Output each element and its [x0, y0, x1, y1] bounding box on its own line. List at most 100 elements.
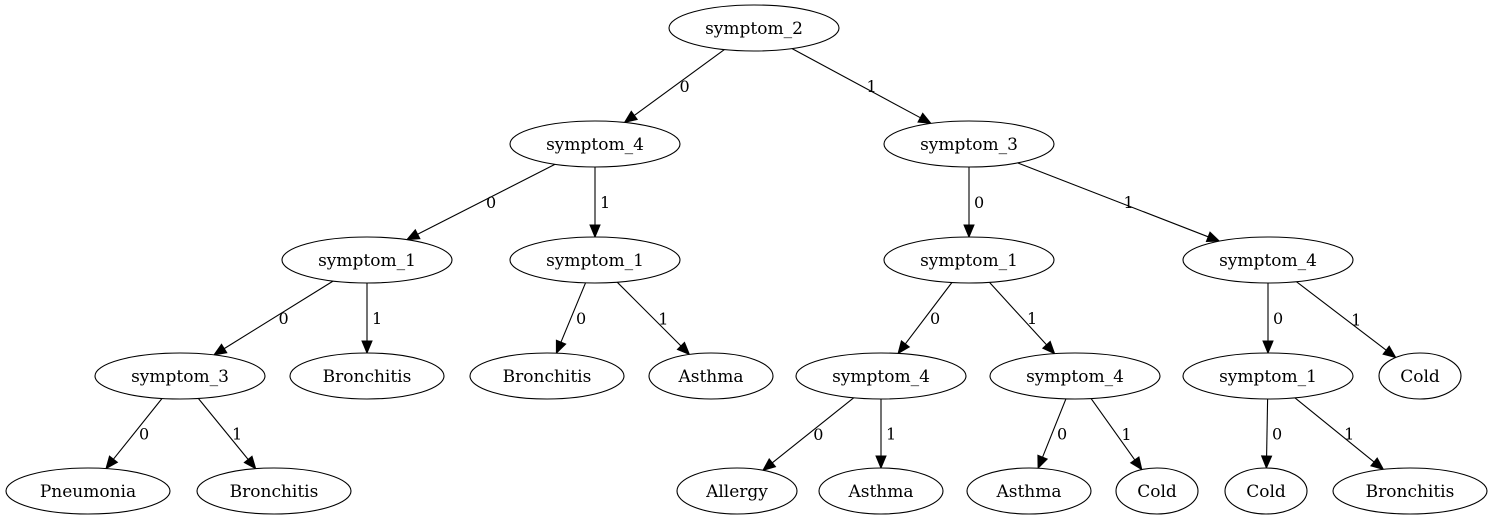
edge-r_s3-to-rl_s1: 0: [963, 167, 984, 239]
node-label: Cold: [1137, 482, 1177, 502]
arrow-head-icon: [1262, 340, 1274, 355]
node-ellipse: [668, 4, 840, 52]
node-ellipse: [966, 467, 1092, 515]
node-label: Allergy: [705, 482, 768, 502]
edge-line: [616, 281, 682, 347]
edge-rrl_s1-to-rrll_cold: 0: [1260, 398, 1282, 470]
edge-label: 0: [930, 309, 940, 328]
edge-root-to-r_s3: 1: [791, 48, 933, 125]
edge-line: [771, 397, 855, 464]
arrow-head-icon: [875, 455, 887, 470]
tree-node-rr_s4: symptom_4: [1182, 236, 1354, 284]
arrow-head-icon: [897, 340, 911, 355]
node-label: Bronchitis: [230, 482, 319, 502]
tree-node-rrlr_bron: Bronchitis: [1332, 467, 1488, 515]
node-ellipse: [818, 467, 944, 515]
tree-node-rlrl_asth: Asthma: [966, 467, 1092, 515]
edge-rll_s4-to-rlll_allergy: 0: [761, 397, 855, 472]
arrow-head-icon: [1205, 231, 1221, 243]
tree-node-ll_s1: symptom_1: [281, 236, 453, 284]
edge-lll_s3-to-lllr_bron: 1: [197, 398, 257, 470]
tree-node-rlll_allergy: Allergy: [676, 467, 798, 515]
edge-lr_s1-to-lrl_bron: 0: [555, 282, 587, 355]
edge-label: 0: [1057, 425, 1067, 444]
edge-label: 0: [576, 309, 586, 328]
edge-label: 0: [974, 193, 984, 212]
node-label: symptom_1: [920, 251, 1018, 271]
node-label: Bronchitis: [503, 367, 592, 387]
edge-r_s3-to-rr_s4: 1: [1017, 162, 1221, 243]
node-ellipse: [196, 467, 352, 515]
edge-label: 0: [680, 77, 690, 96]
node-label: symptom_2: [705, 19, 803, 39]
node-ellipse: [676, 467, 798, 515]
edge-label: 1: [1351, 311, 1361, 330]
edge-l_s4-to-lr_s1: 1: [589, 167, 610, 239]
edge-label: 1: [1027, 309, 1037, 328]
node-label: symptom_4: [1219, 251, 1317, 271]
node-label: Asthma: [677, 367, 743, 387]
node-label: symptom_1: [318, 251, 416, 271]
arrow-head-icon: [1260, 455, 1273, 470]
arrow-head-icon: [917, 112, 933, 125]
node-ellipse: [509, 236, 681, 284]
edge-label: 0: [279, 309, 289, 328]
edge-label: 1: [886, 425, 896, 444]
edge-ll_s1-to-lll_s3: 0: [212, 280, 334, 356]
edge-label: 1: [372, 309, 382, 328]
edge-rrl_s1-to-rrlr_bron: 1: [1294, 397, 1385, 471]
node-ellipse: [648, 352, 774, 400]
node-ellipse: [1182, 352, 1354, 400]
edge-label: 1: [600, 193, 610, 212]
node-label: Bronchitis: [323, 367, 412, 387]
edge-label: 1: [867, 77, 877, 96]
arrow-head-icon: [105, 455, 119, 470]
arrow-head-icon: [243, 455, 257, 470]
edge-line: [560, 282, 587, 343]
arrow-head-icon: [1370, 457, 1385, 471]
node-ellipse: [289, 352, 445, 400]
node-ellipse: [5, 467, 171, 515]
tree-node-root: symptom_2: [668, 4, 840, 52]
arrow-head-icon: [676, 341, 691, 356]
arrow-head-icon: [405, 228, 421, 241]
arrow-head-icon: [623, 110, 639, 124]
edge-label: 0: [1272, 425, 1282, 444]
tree-node-rl_s1: symptom_1: [883, 236, 1055, 284]
node-label: Pneumonia: [40, 482, 136, 502]
tree-node-lr_s1: symptom_1: [509, 236, 681, 284]
node-ellipse: [1182, 236, 1354, 284]
edge-line: [791, 48, 921, 119]
edge-line: [1296, 281, 1387, 351]
node-ellipse: [989, 352, 1161, 400]
tree-node-rll_s4: symptom_4: [795, 352, 967, 400]
edge-line: [633, 49, 725, 116]
node-label: symptom_4: [546, 135, 644, 155]
node-label: Asthma: [847, 482, 913, 502]
edge-line: [1266, 398, 1269, 457]
arrow-head-icon: [1041, 340, 1056, 355]
arrow-head-icon: [1037, 454, 1049, 470]
arrow-head-icon: [212, 343, 228, 356]
tree-node-llll_pneu: Pneumonia: [5, 467, 171, 515]
arrow-head-icon: [361, 340, 373, 355]
edge-line: [223, 280, 334, 350]
tree-node-lrr_asth: Asthma: [648, 352, 774, 400]
edge-ll_s1-to-llr_bron: 1: [361, 283, 382, 355]
edge-line: [1042, 398, 1067, 458]
tree-node-rlrr_cold: Cold: [1115, 467, 1199, 515]
edge-line: [197, 398, 249, 460]
edge-rlr_s4-to-rlrr_cold: 1: [1090, 398, 1143, 471]
edge-line: [1294, 397, 1375, 463]
node-ellipse: [1115, 467, 1199, 515]
node-ellipse: [1224, 467, 1308, 515]
tree-node-rrr_cold: Cold: [1378, 352, 1462, 400]
edge-line: [1090, 398, 1136, 461]
edge-rl_s1-to-rlr_s4: 1: [988, 281, 1056, 355]
node-ellipse: [509, 120, 681, 168]
edge-label: 0: [1273, 309, 1283, 328]
tree-node-lrl_bron: Bronchitis: [469, 352, 625, 400]
